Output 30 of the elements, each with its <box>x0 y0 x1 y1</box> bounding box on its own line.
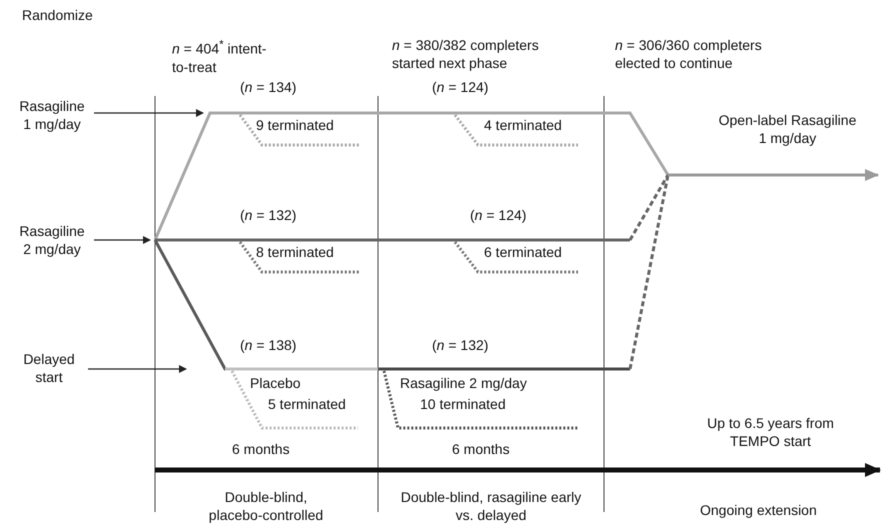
sample-size-label: (n = 132) <box>240 206 296 224</box>
arm-label: Rasagiline 1 mg/day <box>18 97 86 133</box>
dropout-label: 4 terminated <box>484 116 562 134</box>
heading-label: Randomize <box>22 6 93 24</box>
sample-size-label: (n = 124) <box>432 78 488 96</box>
treatment-label: Placebo <box>250 374 301 392</box>
arrow <box>88 365 187 373</box>
dropout-label: 6 terminated <box>484 243 562 261</box>
duration-label: Up to 6.5 years from TEMPO start <box>706 414 835 450</box>
phase-label: Open-label Rasagiline 1 mg/day <box>718 111 858 147</box>
arm-label: Delayed start <box>22 350 76 386</box>
duration-label: 6 months <box>232 440 290 458</box>
arrow <box>94 236 151 244</box>
dropout-label: 8 terminated <box>256 243 334 261</box>
phase-label: Double-blind, placebo-controlled <box>208 488 324 524</box>
treatment-label: Rasagiline 2 mg/day <box>400 374 527 392</box>
duration-label: 6 months <box>452 440 510 458</box>
sample-size-label: (n = 124) <box>470 206 526 224</box>
sample-size-label: n = 306/360 completers elected to continue <box>615 36 763 72</box>
phase-label: Double-blind, rasagiline early vs. delayed <box>400 488 582 524</box>
dropout-label: 10 terminated <box>420 395 506 413</box>
arrow <box>94 109 204 117</box>
sample-size-label: (n = 134) <box>240 78 296 96</box>
sample-size-label: (n = 138) <box>240 336 296 354</box>
sample-size-label: (n = 132) <box>432 336 488 354</box>
arm-label: Rasagiline 2 mg/day <box>18 222 86 258</box>
sample-size-label: n = 380/382 completers started next phase <box>392 36 540 72</box>
dropout-label: 5 terminated <box>268 395 346 413</box>
dropout-label: 9 terminated <box>256 116 334 134</box>
phase-label: Ongoing extension <box>700 501 817 519</box>
